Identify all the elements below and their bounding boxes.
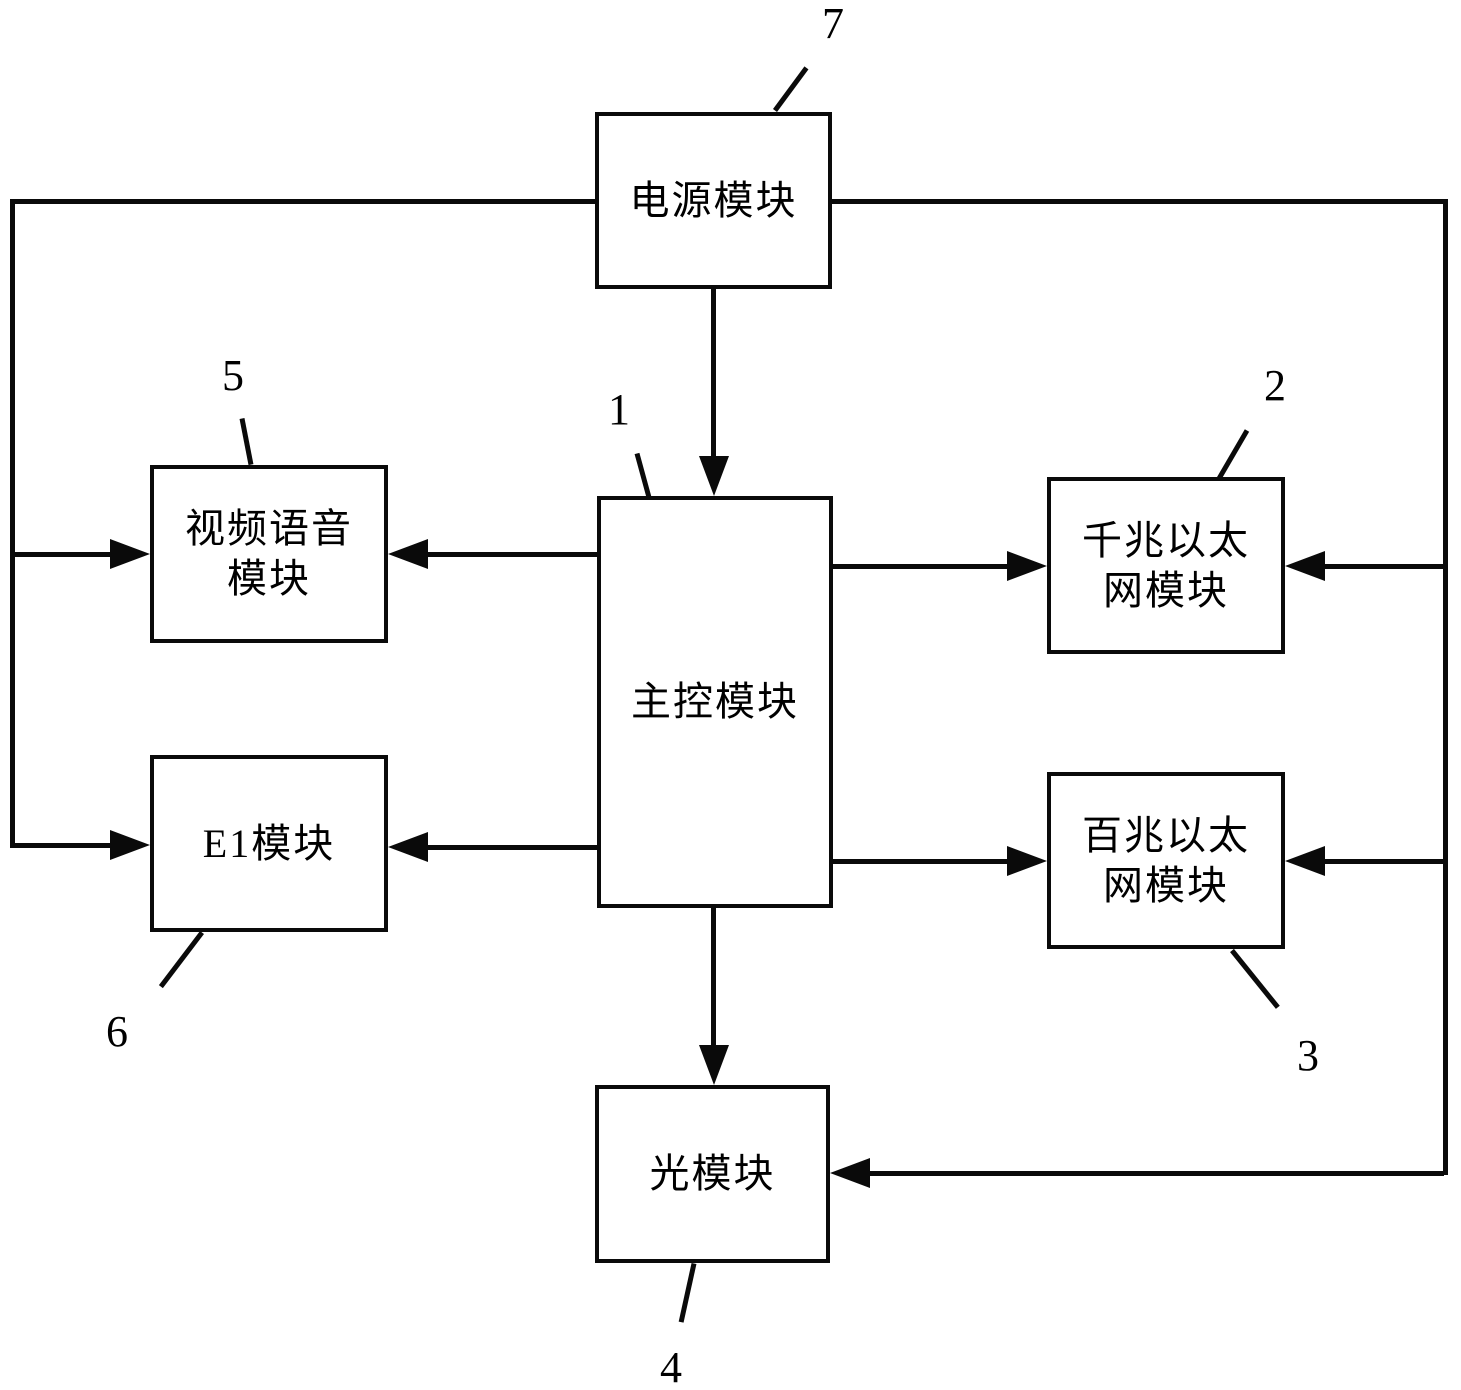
leader-tick-7 xyxy=(772,66,809,112)
connector-power-right-horizontal xyxy=(830,199,1448,204)
arrowhead-into-video-left-icon xyxy=(110,539,150,569)
connector-power-to-e1 xyxy=(10,843,114,848)
ref-label-4: 4 xyxy=(660,1343,682,1390)
leader-tick-6 xyxy=(158,930,204,989)
leader-tick-1 xyxy=(634,452,652,499)
connector-power-to-gige xyxy=(1323,564,1444,569)
arrowhead-into-fe-right-icon xyxy=(1285,846,1325,876)
arrowhead-into-optical-top-icon xyxy=(699,1045,729,1085)
e1-module-label: E1模块 xyxy=(202,820,336,866)
connector-power-to-fe xyxy=(1323,859,1444,864)
arrowhead-into-e1-right-icon xyxy=(388,832,428,862)
leader-tick-3 xyxy=(1230,948,1280,1009)
arrowhead-into-gige-right-icon xyxy=(1285,551,1325,581)
fast-ethernet-module-label: 百兆以太 网模块 xyxy=(1082,812,1250,908)
video-voice-module-box: 视频语音 模块 xyxy=(150,465,388,643)
connector-main-to-gige xyxy=(833,564,1009,569)
arrowhead-into-fe-left-icon xyxy=(1007,846,1047,876)
connector-power-to-video xyxy=(10,552,114,557)
connector-power-left-horizontal xyxy=(10,199,595,204)
connector-main-to-video xyxy=(426,552,597,557)
arrowhead-into-main-top-icon xyxy=(699,456,729,496)
fast-ethernet-module-box: 百兆以太 网模块 xyxy=(1047,772,1285,949)
e1-module-box: E1模块 xyxy=(150,755,388,932)
gigabit-ethernet-module-label: 千兆以太 网模块 xyxy=(1082,517,1250,613)
leader-tick-2 xyxy=(1216,429,1250,481)
power-module-label: 电源模块 xyxy=(629,177,798,223)
arrowhead-into-e1-left-icon xyxy=(110,830,150,860)
ref-label-5: 5 xyxy=(222,351,244,400)
video-voice-module-label: 视频语音 模块 xyxy=(185,506,353,601)
ref-label-1: 1 xyxy=(608,385,630,434)
connector-main-to-fe xyxy=(833,859,1009,864)
optical-module-box: 光模块 xyxy=(595,1085,830,1263)
arrowhead-into-video-right-icon xyxy=(388,539,428,569)
leader-tick-4 xyxy=(678,1262,697,1323)
arrowhead-into-gige-left-icon xyxy=(1007,551,1047,581)
power-module-box: 电源模块 xyxy=(595,112,832,289)
optical-module-label: 光模块 xyxy=(649,1151,776,1196)
connector-power-left-vertical xyxy=(10,199,15,848)
ref-label-3: 3 xyxy=(1297,1031,1319,1080)
gigabit-ethernet-module-box: 千兆以太 网模块 xyxy=(1047,477,1285,654)
ref-label-2: 2 xyxy=(1264,361,1286,410)
leader-tick-5 xyxy=(239,418,254,466)
connector-main-to-e1 xyxy=(426,845,597,850)
ref-label-6: 6 xyxy=(106,1007,128,1056)
arrowhead-into-optical-right-icon xyxy=(830,1158,870,1188)
connector-power-to-optical xyxy=(868,1171,1444,1176)
connector-power-to-main xyxy=(711,289,716,459)
ref-label-7: 7 xyxy=(822,0,844,48)
main-control-module-box: 主控模块 xyxy=(597,496,833,908)
connector-main-to-optical xyxy=(711,908,716,1048)
main-control-module-label: 主控模块 xyxy=(631,679,799,724)
connector-power-right-vertical xyxy=(1443,199,1448,1175)
